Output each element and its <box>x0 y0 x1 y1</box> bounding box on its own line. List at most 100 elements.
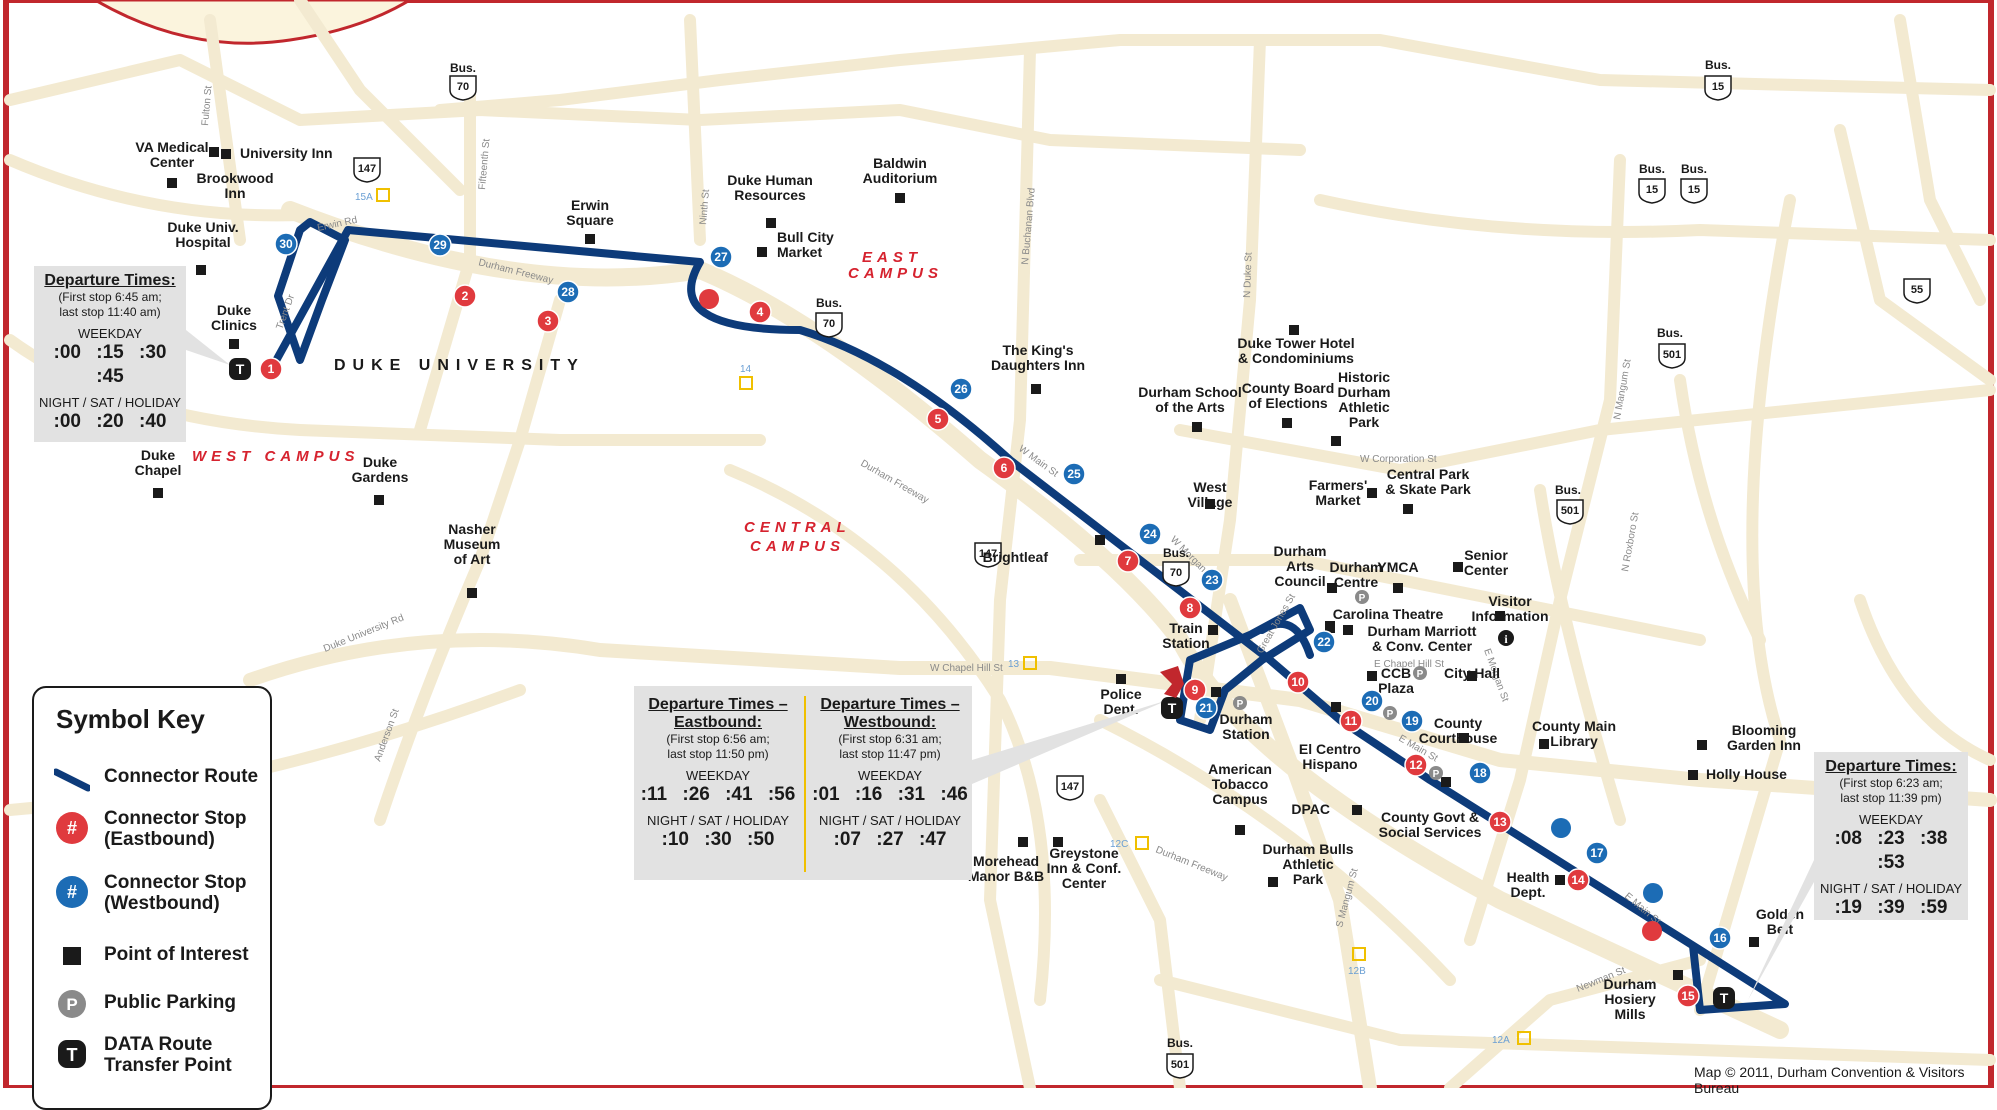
parking-marker[interactable]: P <box>1233 696 1247 710</box>
poi-marker[interactable]: City Hall <box>1444 665 1500 681</box>
departure-times-west: Departure Times: (First stop 6:45 am; la… <box>34 266 186 442</box>
stop-marker[interactable] <box>1643 883 1663 903</box>
highway-shields: Bus.70147Bus.70147147Bus.70Bus.15Bus.15B… <box>353 58 1931 1079</box>
poi-marker[interactable]: Duke Tower Hotel& Condominiums <box>1237 325 1355 366</box>
poi-marker[interactable]: Central Park& Skate Park <box>1385 466 1471 514</box>
stop-marker[interactable] <box>1642 921 1662 941</box>
stop-number: 2 <box>462 289 469 303</box>
westbound-stop[interactable]: 19 <box>1400 709 1424 733</box>
eastbound-stop[interactable]: 7 <box>1116 549 1140 573</box>
poi-marker[interactable]: DPAC <box>1291 801 1362 817</box>
poi-marker[interactable]: YMCA <box>1377 559 1419 593</box>
parking-marker[interactable]: P <box>1355 590 1369 604</box>
poi-marker[interactable]: Durham Marriott& Conv. Center <box>1343 623 1477 654</box>
poi-marker[interactable]: Carolina Theatre <box>1325 606 1443 633</box>
poi-marker[interactable]: University Inn <box>209 145 333 161</box>
eastbound-stop[interactable]: 14 <box>1566 868 1590 892</box>
poi-marker[interactable]: Farmers'Market <box>1309 477 1377 508</box>
poi-marker[interactable]: Brightleaf <box>983 535 1105 565</box>
parking-marker[interactable]: P <box>1383 706 1397 720</box>
westbound-stop[interactable]: 26 <box>949 377 973 401</box>
stop-marker[interactable] <box>699 289 719 309</box>
poi-square-icon <box>1403 504 1413 514</box>
eastbound-stop[interactable]: 15 <box>1676 984 1700 1008</box>
eastbound-stop[interactable]: 5 <box>926 407 950 431</box>
transfer-point[interactable]: T <box>1713 987 1735 1009</box>
parking-icon <box>1355 590 1369 604</box>
parking-marker[interactable]: P <box>1429 766 1443 780</box>
westbound-stop[interactable]: 20 <box>1360 689 1384 713</box>
poi-square-icon <box>1495 611 1505 621</box>
eastbound-stop[interactable]: 1 <box>259 357 283 381</box>
westbound-stop[interactable]: 25 <box>1062 462 1086 486</box>
westbound-stop[interactable]: 30 <box>274 232 298 256</box>
poi-marker[interactable]: County Govt &Social Services <box>1379 777 1482 840</box>
poi-marker[interactable]: Holly House <box>1688 766 1787 782</box>
shield-number: 70 <box>823 318 835 330</box>
stop-marker[interactable] <box>1551 818 1571 838</box>
shield-number: 15 <box>1688 184 1700 196</box>
eastbound-stop[interactable]: 13 <box>1488 810 1512 834</box>
westbound-stop[interactable]: 18 <box>1468 761 1492 785</box>
eastbound-stop[interactable]: 12 <box>1404 753 1428 777</box>
eastbound-stop[interactable]: 11 <box>1339 709 1363 733</box>
westbound-stop[interactable]: 27 <box>709 245 733 269</box>
eastbound-stop[interactable]: 10 <box>1286 670 1310 694</box>
transfer-point[interactable]: T <box>229 358 251 380</box>
transfer-point[interactable]: T <box>1161 697 1183 719</box>
westbound-stop[interactable]: 16 <box>1708 926 1732 950</box>
westbound-stop[interactable]: 21 <box>1194 696 1218 720</box>
poi-label: Morehead <box>973 853 1039 869</box>
visitor-info-marker[interactable]: i <box>1498 630 1514 646</box>
eastbound-stop[interactable]: 8 <box>1178 596 1202 620</box>
transfer-glyph: T <box>1168 700 1177 716</box>
eastbound-stop[interactable]: 4 <box>748 300 772 324</box>
eastbound-stop[interactable]: 3 <box>536 309 560 333</box>
westbound-stop[interactable]: 22 <box>1312 630 1336 654</box>
eastbound-stop[interactable]: 2 <box>453 284 477 308</box>
poi-marker[interactable]: Duke Univ.Hospital <box>167 219 239 275</box>
eastbound-stop[interactable]: 9 <box>1183 678 1207 702</box>
westbound-stop[interactable]: 17 <box>1585 841 1609 865</box>
westbound-stop[interactable]: 28 <box>556 280 580 304</box>
westbound-stop-icon: # <box>56 876 88 908</box>
parking-marker[interactable]: P <box>1413 666 1427 680</box>
westbound-stop[interactable]: 29 <box>428 233 452 257</box>
eastbound-stop[interactable]: 6 <box>992 456 1016 480</box>
square-icon <box>63 947 81 965</box>
westbound-stop[interactable]: 23 <box>1200 568 1224 592</box>
westbound-stop[interactable]: 24 <box>1138 522 1162 546</box>
